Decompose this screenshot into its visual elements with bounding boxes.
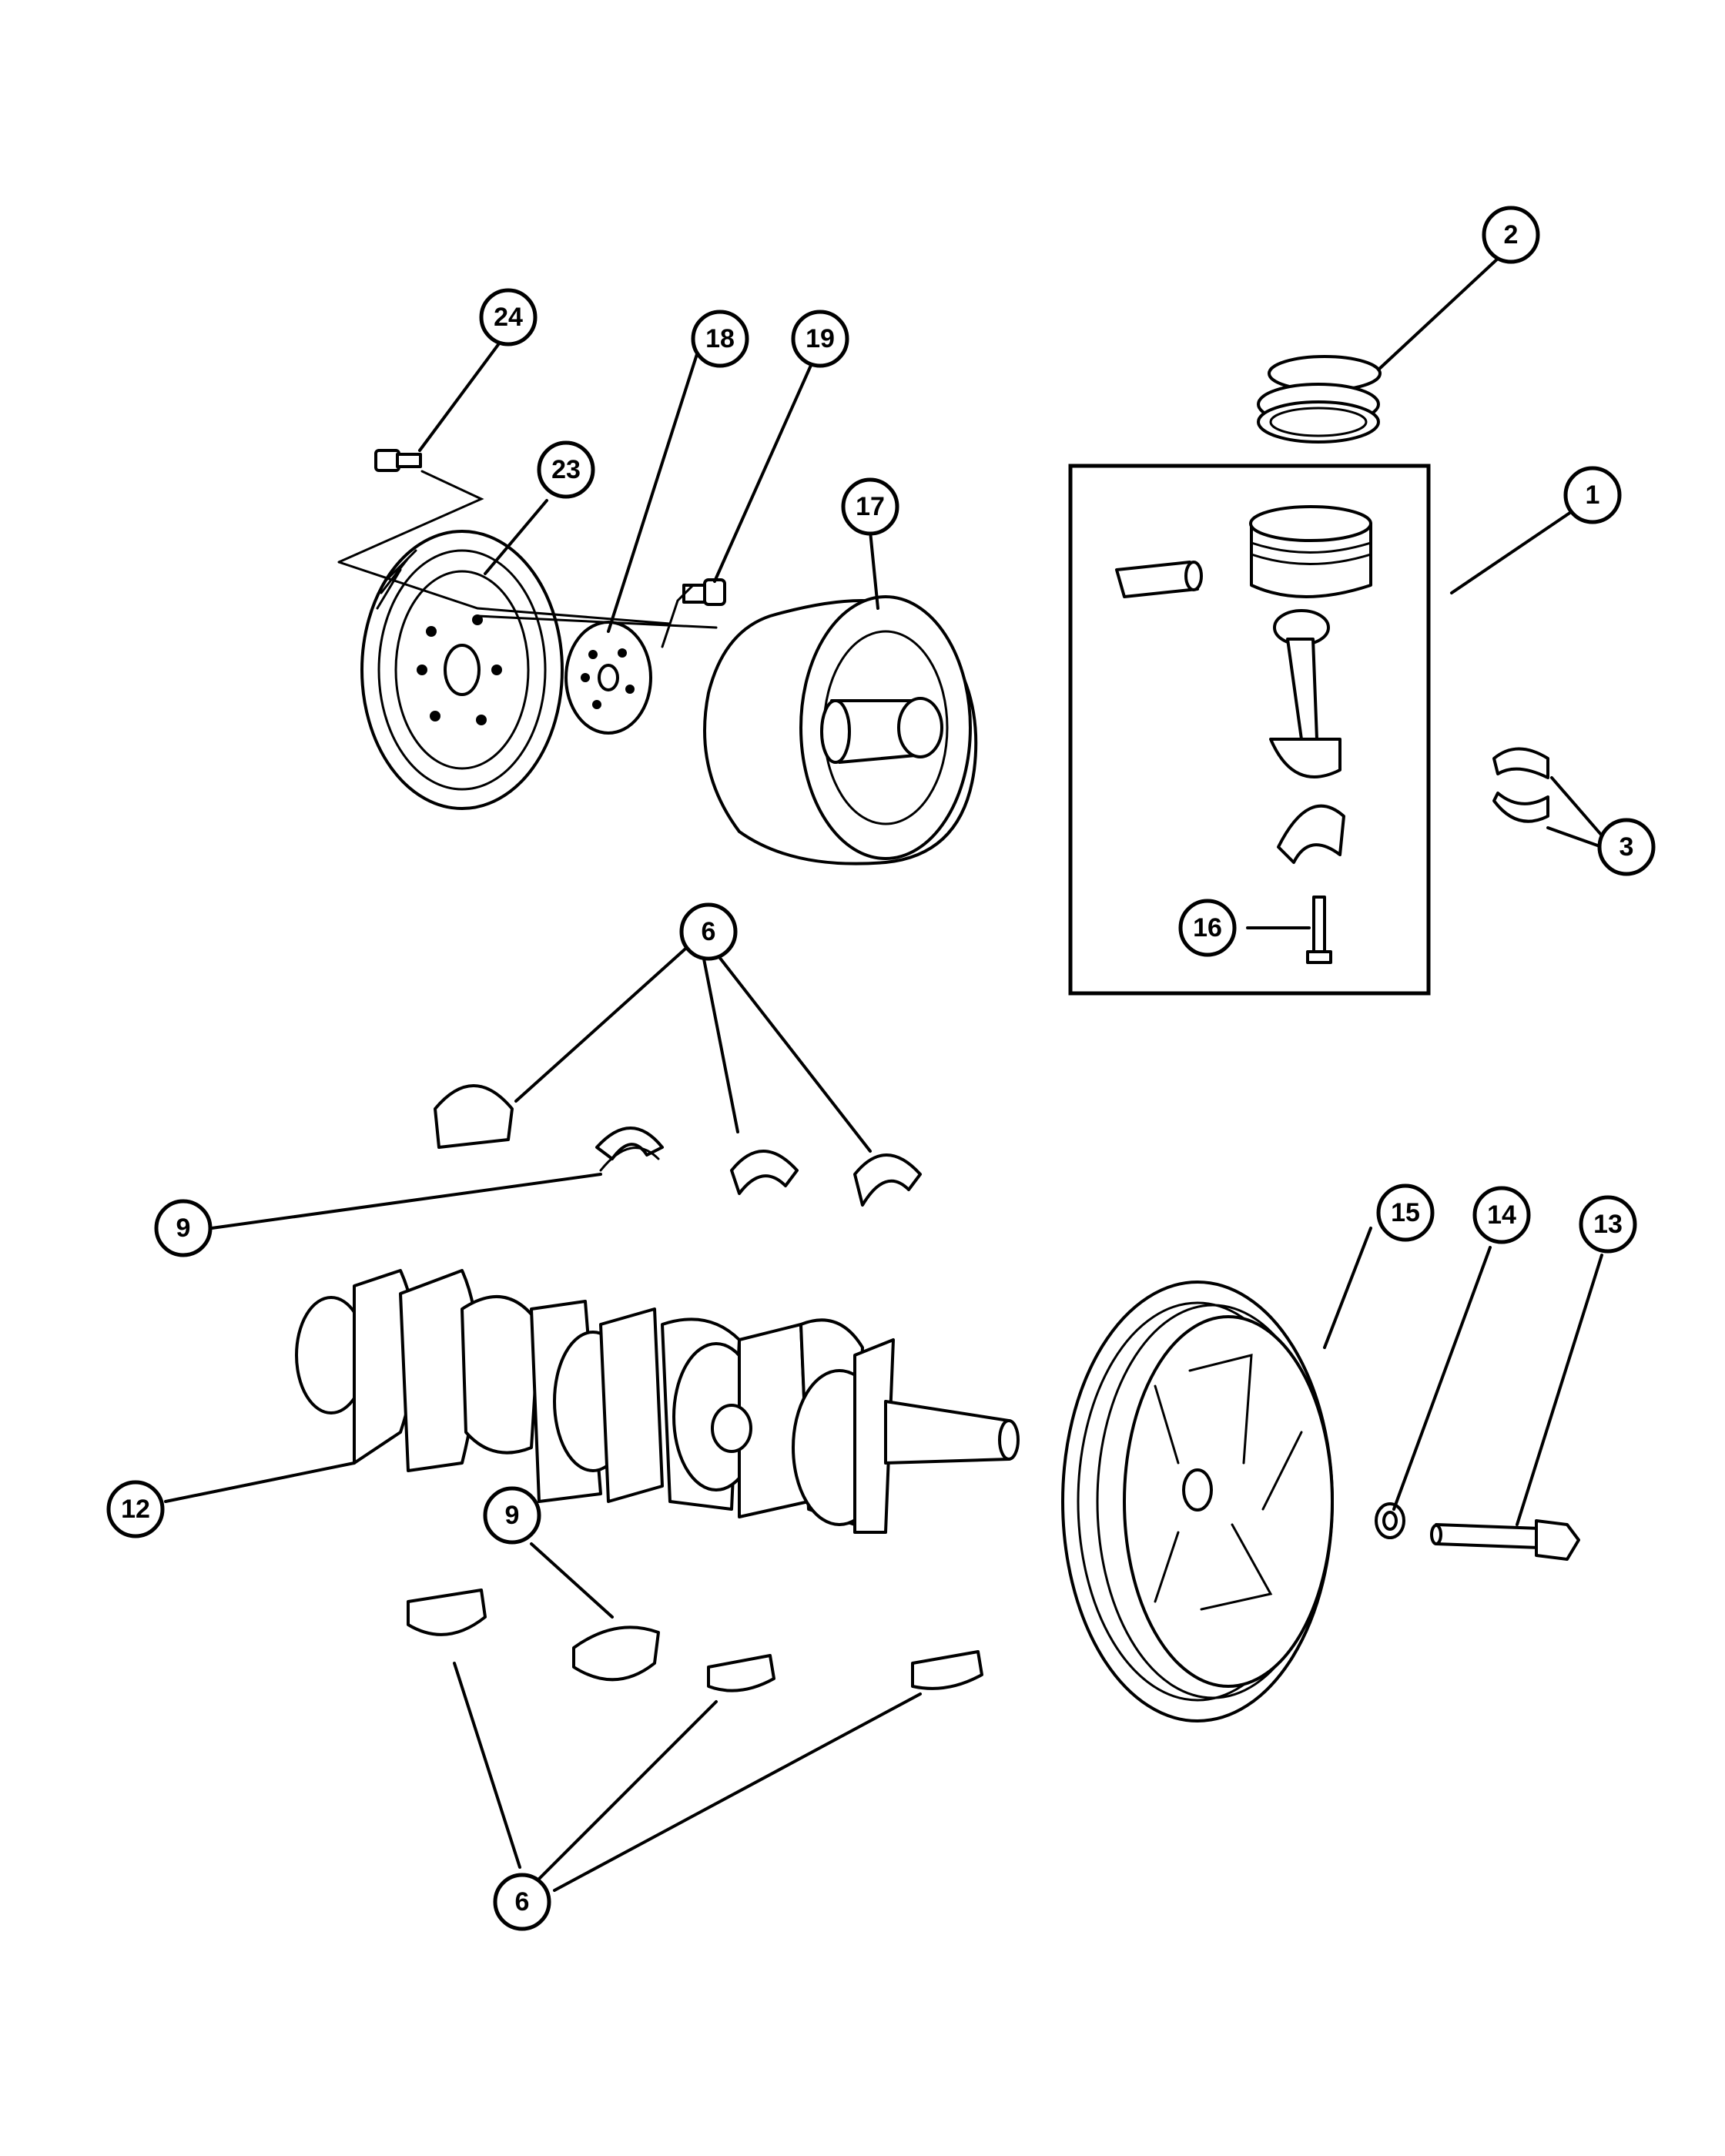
- plate-bolt-part: [682, 578, 726, 606]
- callout-2: 2: [1482, 206, 1540, 264]
- callout-12: 12: [106, 1480, 165, 1538]
- flexplate-bolt-part: [374, 449, 422, 472]
- callout-15: 15: [1376, 1183, 1435, 1242]
- callout-6-lower-label: 6: [515, 1887, 530, 1917]
- callout-17: 17: [841, 477, 899, 536]
- balancer-bolt-part: [1430, 1519, 1580, 1561]
- callout-14: 14: [1472, 1186, 1531, 1244]
- callout-9-lower: 9: [483, 1486, 541, 1545]
- callout-1: 1: [1563, 466, 1622, 524]
- callout-12-label: 12: [121, 1495, 150, 1524]
- main-bearing-lower-1: [407, 1589, 487, 1636]
- adapter-plate-part: [564, 621, 652, 735]
- main-bearing-lower-3: [911, 1650, 983, 1690]
- harmonic-balancer-part: [1061, 1281, 1334, 1722]
- main-bearing-upper-3: [853, 1153, 922, 1207]
- callout-3-label: 3: [1619, 832, 1634, 862]
- callout-24-label: 24: [494, 303, 523, 332]
- flexplate-part: [360, 530, 564, 810]
- callout-9-upper: 9: [154, 1199, 213, 1257]
- rod-cap-part: [1277, 804, 1345, 864]
- rod-bearings-part: [1492, 747, 1549, 823]
- washer-part: [1375, 1502, 1405, 1539]
- callout-14-label: 14: [1487, 1200, 1516, 1230]
- callout-2-label: 2: [1504, 220, 1519, 249]
- callout-15-label: 15: [1391, 1198, 1420, 1227]
- callout-9-upper-label: 9: [176, 1214, 191, 1243]
- leader-lines: [164, 245, 1603, 1892]
- piston-part: [1249, 505, 1372, 598]
- callout-16: 16: [1178, 899, 1237, 957]
- callout-16-label: 16: [1193, 913, 1222, 942]
- torque-converter-part: [703, 595, 978, 865]
- callout-23: 23: [537, 440, 595, 499]
- callout-13: 13: [1579, 1195, 1637, 1254]
- callout-6-upper: 6: [679, 902, 738, 961]
- callout-19: 19: [791, 310, 849, 368]
- thrust-bearing-lower: [572, 1625, 660, 1682]
- crankshaft-part: [295, 1269, 1020, 1534]
- piston-kit-box: [1068, 464, 1431, 996]
- callout-17-label: 17: [856, 492, 885, 521]
- callout-24: 24: [479, 288, 538, 346]
- callout-13-label: 13: [1593, 1210, 1623, 1239]
- main-bearing-upper-2: [730, 1150, 799, 1195]
- callout-6-upper-label: 6: [702, 917, 716, 946]
- callout-1-label: 1: [1586, 480, 1600, 510]
- thrust-bearing-upper: [595, 1127, 664, 1172]
- callout-9-lower-label: 9: [505, 1501, 520, 1530]
- rod-bolt-part: [1306, 896, 1332, 964]
- callout-18-label: 18: [705, 324, 735, 353]
- callout-3: 3: [1597, 818, 1656, 876]
- callout-19-label: 19: [806, 324, 835, 353]
- alignment-lines: [337, 470, 718, 648]
- main-bearing-lower-2: [707, 1654, 775, 1692]
- piston-pin-part: [1115, 561, 1203, 598]
- callout-23-label: 23: [551, 455, 581, 484]
- callout-6-lower: 6: [493, 1873, 551, 1931]
- piston-rings-part: [1257, 355, 1382, 444]
- connecting-rod-part: [1269, 609, 1341, 778]
- main-bearing-upper-1: [434, 1084, 514, 1149]
- callout-18: 18: [691, 310, 749, 368]
